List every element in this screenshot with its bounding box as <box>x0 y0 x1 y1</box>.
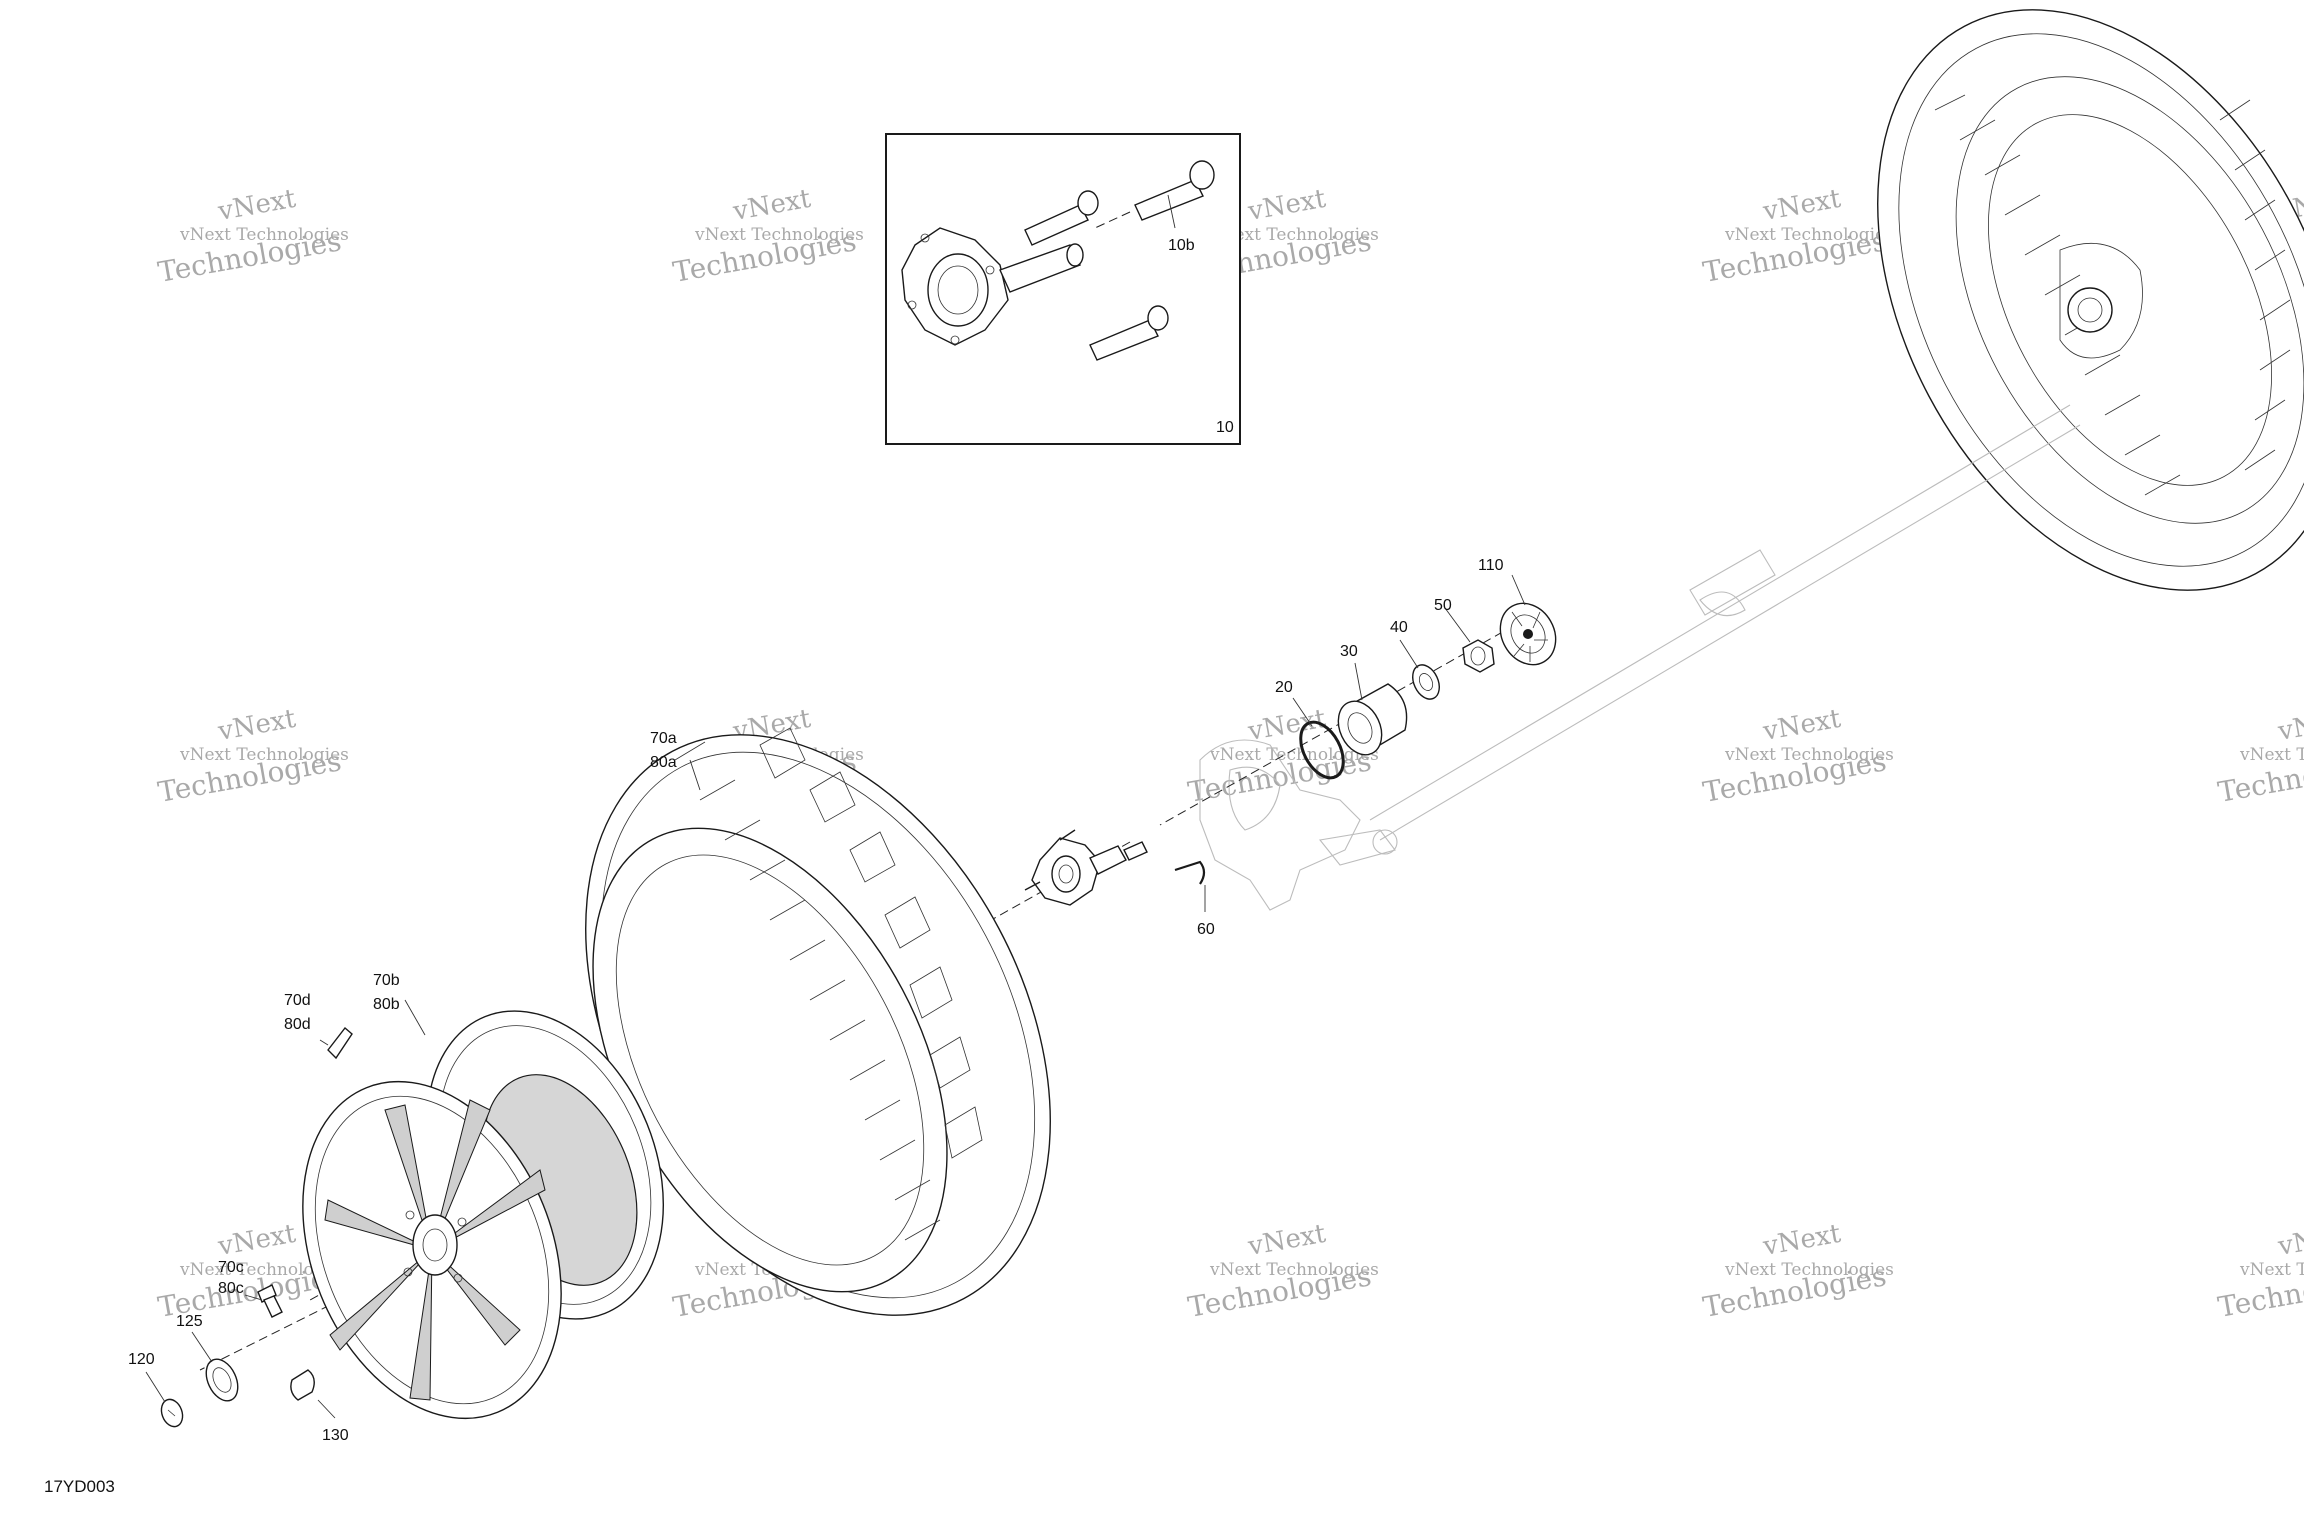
callout-60: 60 <box>1197 921 1215 938</box>
watermark-tag: vNext <box>2275 1219 2304 1262</box>
wheel-weight-part-70d <box>327 1026 353 1060</box>
callout-70b: 70b <box>373 972 400 989</box>
inset-box-part-10: 10 10b <box>885 133 1241 445</box>
drive-axle-ghost <box>1369 404 2081 841</box>
watermark-line: vNext Technologies <box>1724 225 1894 245</box>
callout-70d: 70d <box>284 992 311 1009</box>
wheel-face <box>302 1080 562 1420</box>
watermark-line: vNext Technologies <box>1724 1260 1894 1280</box>
watermark-tag: vNext <box>215 704 298 747</box>
valve-stem-part-70c <box>257 1284 283 1318</box>
callout-80b: 80b <box>373 996 400 1013</box>
inset-label-10b: 10b <box>1168 237 1195 254</box>
watermark-tag: vNext <box>1245 1219 1328 1262</box>
watermark-tag: vNext <box>215 1219 298 1262</box>
watermark-tag: vNext <box>1760 1219 1843 1262</box>
callout-30: 30 <box>1340 643 1358 660</box>
inset-label-10: 10 <box>1216 419 1234 436</box>
wheel-hub-part-10 <box>1024 829 1148 906</box>
watermark-line: vNext Technologies <box>694 225 864 245</box>
wheel-cap-part-110 <box>1499 602 1557 666</box>
nut-part-50 <box>1462 639 1495 673</box>
watermark-line: vNext Technologies <box>2239 745 2304 765</box>
callout-125: 125 <box>176 1313 203 1330</box>
callout-20: 20 <box>1275 679 1293 696</box>
callout-80d: 80d <box>284 1016 311 1033</box>
bearing-part-30 <box>1337 683 1408 756</box>
callout-80a: 80a <box>650 754 677 771</box>
callout-110: 110 <box>1478 557 1504 574</box>
watermark-line: vNext Technologies <box>1209 1260 1379 1280</box>
washer-part-40 <box>1412 664 1440 700</box>
center-cap-part-120 <box>160 1398 184 1428</box>
callout-labels: 110 50 40 30 20 60 70a 80a 70b 80b 70d 8… <box>128 557 1504 1444</box>
lug-nut-part-130 <box>290 1369 315 1401</box>
watermark-line: vNext Technologies <box>179 1260 349 1280</box>
callout-70c: 70c <box>218 1259 244 1276</box>
watermark-line: vNext Technologies <box>179 225 349 245</box>
watermark-line: vNext Technologies <box>1209 745 1379 765</box>
watermark-tag: vNext <box>2275 704 2304 747</box>
callout-80c: 80c <box>218 1280 244 1297</box>
watermark-tag: vNext <box>1245 704 1328 747</box>
watermark-tag: vNext <box>1760 704 1843 747</box>
callout-120: 120 <box>128 1351 155 1368</box>
callout-130: 130 <box>322 1427 349 1444</box>
watermark-line: vNext Technologies <box>1209 225 1379 245</box>
clip-part-60 <box>1174 860 1206 885</box>
document-id: 17YD003 <box>44 1477 115 1496</box>
circlip-part-20 <box>1299 720 1345 780</box>
watermark-line: vNext Technologies <box>179 745 349 765</box>
callout-70a: 70a <box>650 730 677 747</box>
callout-50: 50 <box>1434 597 1452 614</box>
watermark-tag: vNext <box>215 184 298 227</box>
watermark-line: vNext Technologies <box>1724 745 1894 765</box>
callout-40: 40 <box>1390 619 1408 636</box>
watermark-tag: vNext <box>730 184 813 227</box>
retaining-ring-part-125 <box>205 1358 239 1402</box>
tire-part-70a <box>585 727 1051 1316</box>
watermark-line: vNext Technologies <box>2239 1260 2304 1280</box>
callout-leaders <box>145 574 1526 1419</box>
watermark-tag: vNext <box>1760 184 1843 227</box>
watermark-tag: vNext <box>1245 184 1328 227</box>
far-wheel-ghost <box>1877 9 2304 591</box>
